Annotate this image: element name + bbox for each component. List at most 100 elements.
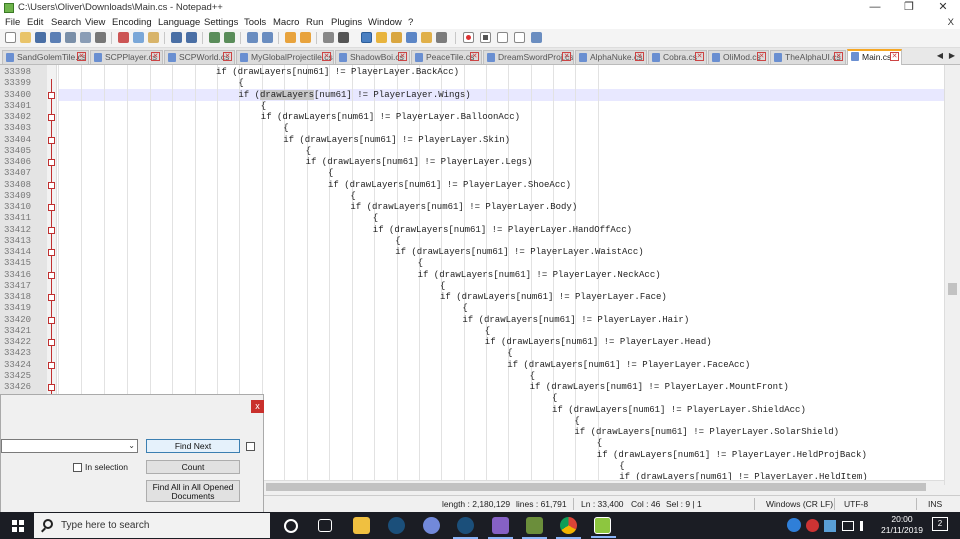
find-all-opened-documents-button[interactable]: Find All in All Opened Documents	[146, 480, 240, 502]
copy-icon[interactable]	[133, 32, 144, 43]
open-file-icon[interactable]	[20, 32, 31, 43]
help-icon[interactable]	[787, 518, 801, 532]
menu-window[interactable]: Window	[368, 17, 402, 28]
fold-marker-icon[interactable]	[48, 159, 55, 166]
tab-close-icon[interactable]: ✕	[695, 52, 704, 61]
code-line[interactable]: if (drawLayers[num61] != PlayerLayer.Ski…	[283, 134, 511, 145]
monitor-icon[interactable]	[436, 32, 447, 43]
tab-close-icon[interactable]: ✕	[470, 52, 479, 61]
visual-studio-icon[interactable]	[488, 517, 513, 539]
status-eol[interactable]: Windows (CR LF)	[766, 499, 834, 509]
zoom-in-icon[interactable]	[247, 32, 258, 43]
minimize-button[interactable]: —	[869, 1, 881, 13]
windows-start-icon[interactable]	[12, 520, 24, 532]
tab-scpplayer[interactable]: SCPPlayer.cs✕	[90, 50, 163, 64]
code-line[interactable]: {	[283, 123, 289, 134]
code-line[interactable]: if (drawLayers[num61] != PlayerLayer.Bod…	[350, 202, 578, 212]
new-file-icon[interactable]	[5, 32, 16, 43]
tab-peacetile[interactable]: PeaceTile.cs✕	[411, 50, 482, 64]
vertical-scrollbar[interactable]	[944, 65, 960, 485]
code-line[interactable]: {	[529, 370, 535, 381]
tab-alphanuke[interactable]: AlphaNuke.cs✕	[575, 50, 647, 64]
code-line[interactable]: {	[507, 348, 513, 359]
fold-marker-icon[interactable]	[48, 114, 55, 121]
notepadpp-icon[interactable]	[591, 517, 616, 538]
code-line[interactable]: if (drawLayers[num61] != PlayerLayer.Hea…	[484, 337, 712, 347]
tab-close-icon[interactable]: ✕	[635, 52, 644, 61]
menu-tools[interactable]: Tools	[244, 17, 267, 28]
wrap-icon[interactable]	[323, 32, 334, 43]
tab-close-icon[interactable]: ✕	[834, 52, 843, 61]
discord-icon[interactable]	[423, 517, 440, 534]
menu-macro[interactable]: Macro	[273, 17, 300, 28]
code-line[interactable]: {	[260, 100, 267, 111]
code-line[interactable]: {	[417, 258, 423, 269]
close-all-icon[interactable]	[80, 32, 91, 43]
menu-view[interactable]: View	[85, 17, 106, 28]
onedrive-tray-icon[interactable]	[824, 520, 836, 532]
find-dialog-close-button[interactable]: x	[251, 400, 264, 413]
fold-marker-icon[interactable]	[48, 361, 55, 369]
network-icon[interactable]	[842, 521, 854, 531]
zoom-out-icon[interactable]	[262, 32, 273, 43]
cortana-icon[interactable]	[284, 519, 298, 533]
record-icon[interactable]	[463, 32, 474, 43]
find-next-button[interactable]: Find Next	[146, 439, 240, 453]
save-icon[interactable]	[35, 32, 46, 43]
tab-main[interactable]: Main.cs✕	[847, 49, 902, 65]
fold-marker-icon[interactable]	[48, 226, 55, 234]
tab-close-icon[interactable]: ✕	[151, 52, 160, 61]
fold-marker-icon[interactable]	[48, 271, 55, 279]
code-line[interactable]: if (drawLayers[num61] != PlayerLayer.Hai…	[462, 314, 690, 325]
menu-language[interactable]: Language	[158, 17, 201, 28]
status-encoding[interactable]: UTF-8	[844, 499, 869, 509]
code-line[interactable]: if (drawLayers[num61] != PlayerLayer.Fac…	[440, 292, 667, 302]
play-multi-icon[interactable]	[514, 32, 525, 43]
menu-edit[interactable]: Edit	[27, 17, 44, 28]
menu-search[interactable]: Search	[51, 17, 82, 28]
status-insert-mode[interactable]: INS	[928, 499, 943, 509]
code-line[interactable]: {	[395, 235, 401, 246]
code-line[interactable]: if (drawLayers[num61] != PlayerLayer.Bac…	[216, 67, 460, 77]
folder-icon[interactable]	[421, 32, 432, 43]
print-icon[interactable]	[95, 32, 106, 43]
undo-icon[interactable]	[171, 32, 182, 43]
tab-scroll-left-icon[interactable]: ◀	[936, 51, 944, 60]
indent-guide-icon[interactable]	[361, 32, 372, 43]
fold-marker-icon[interactable]	[48, 91, 55, 99]
vertical-scroll-thumb[interactable]	[948, 283, 957, 295]
code-line[interactable]: {	[372, 213, 379, 224]
tab-sandgolemtile[interactable]: SandGolemTile.cs✕	[2, 50, 89, 64]
cut-icon[interactable]	[118, 32, 129, 43]
taskbar-clock[interactable]: 20:00 21/11/2019	[878, 514, 926, 536]
code-line[interactable]: if (drawLayers[num61] != PlayerLayer.Hel…	[596, 449, 867, 460]
fold-marker-icon[interactable]	[48, 181, 55, 189]
taskbar-search-box[interactable]: Type here to search	[34, 513, 270, 538]
save-macro-icon[interactable]	[531, 32, 542, 43]
code-line[interactable]: {	[350, 190, 356, 201]
horizontal-scroll-thumb[interactable]	[266, 483, 926, 491]
code-line[interactable]: {	[305, 145, 311, 156]
find-next-option-checkbox[interactable]	[246, 442, 255, 451]
tab-myglobalprojectile[interactable]: MyGlobalProjectile.cs✕	[236, 50, 334, 64]
volume-icon[interactable]	[860, 521, 870, 531]
code-line[interactable]: {	[238, 78, 244, 89]
fold-marker-icon[interactable]	[48, 339, 55, 346]
fold-marker-icon[interactable]	[48, 294, 55, 301]
func-list-icon[interactable]	[406, 32, 417, 43]
tab-close-icon[interactable]: ✕	[322, 52, 331, 61]
all-chars-icon[interactable]	[338, 32, 349, 43]
tab-scpworld[interactable]: SCPWorld.cs✕	[164, 50, 235, 64]
code-line[interactable]: {	[328, 168, 334, 179]
code-line[interactable]: if (drawLayers[num61] != PlayerLayer.Mou…	[529, 382, 789, 392]
menu-help[interactable]: ?	[408, 17, 414, 28]
code-line[interactable]: {	[484, 325, 491, 336]
tab-cobra[interactable]: Cobra.cs✕	[648, 50, 707, 64]
replace-icon[interactable]	[224, 32, 235, 43]
fold-marker-icon[interactable]	[48, 316, 55, 324]
find-icon[interactable]	[209, 32, 220, 43]
doc-map-icon[interactable]	[391, 32, 402, 43]
play-icon[interactable]	[497, 32, 508, 43]
code-line[interactable]: {	[596, 438, 603, 449]
